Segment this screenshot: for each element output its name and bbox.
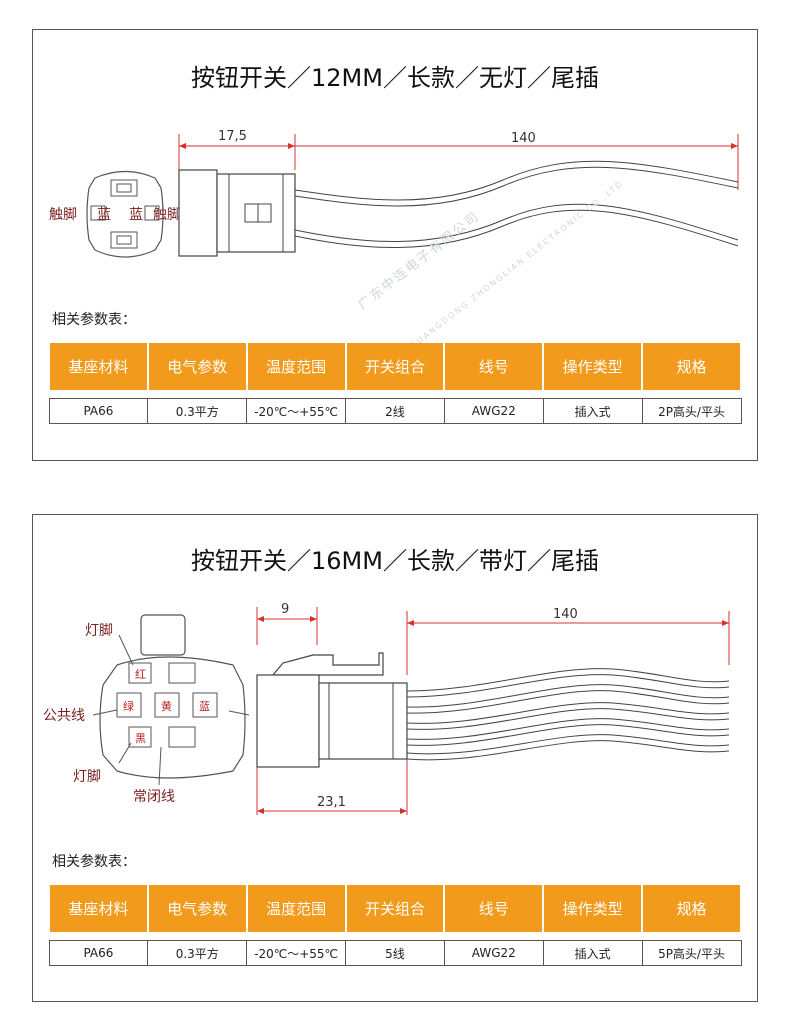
spec-table-header: 基座材料 电气参数 温度范围 开关组合 线号 操作类型 规格 bbox=[48, 343, 742, 390]
header-base-material: 基座材料 bbox=[48, 343, 149, 390]
pin-label-common: 公共线 bbox=[43, 708, 85, 724]
params-table-label: 相关参数表： bbox=[52, 312, 136, 328]
cell-specification: 5P高头/平头 bbox=[641, 940, 742, 966]
dimension-wire-length: 140 bbox=[295, 131, 739, 190]
dimension-label-body: 23,1 bbox=[317, 795, 346, 810]
dimension-wire-length: 140 bbox=[406, 607, 730, 675]
pin-label-lamp-top: 灯脚 bbox=[85, 623, 113, 639]
dimension-label-wire: 140 bbox=[553, 607, 578, 622]
dimension-front-length: 9 bbox=[256, 602, 318, 645]
header-base-material: 基座材料 bbox=[48, 885, 149, 932]
pin-color-right: 蓝 bbox=[129, 207, 143, 223]
cell-temperature: -20℃～+55℃ bbox=[246, 940, 347, 966]
params-table-label: 相关参数表： bbox=[52, 854, 136, 870]
pin-color-left: 蓝 bbox=[97, 207, 111, 223]
header-operation-type: 操作类型 bbox=[542, 885, 644, 932]
table-row: PA66 0.3平方 -20℃～+55℃ 2线 AWG22 插入式 2P高头/平… bbox=[48, 398, 742, 424]
cell-base-material: PA66 bbox=[48, 940, 149, 966]
cell-switch-combo: 2线 bbox=[345, 398, 445, 424]
cell-electrical: 0.3平方 bbox=[147, 398, 248, 424]
spec-table-header: 基座材料 电气参数 温度范围 开关组合 线号 操作类型 规格 bbox=[48, 885, 742, 932]
header-electrical: 电气参数 bbox=[146, 885, 248, 932]
header-switch-combo: 开关组合 bbox=[344, 343, 446, 390]
dimension-front-length: 17,5 bbox=[178, 129, 296, 170]
cell-operation-type: 插入式 bbox=[542, 398, 643, 424]
header-electrical: 电气参数 bbox=[146, 343, 248, 390]
panel-title: 按钮开关／16MM／长款／带灯／尾插 bbox=[191, 547, 599, 575]
product-panel-16mm: 按钮开关／16MM／长款／带灯／尾插 红 绿 黄 蓝 黑 灯脚 公共线 灯脚 bbox=[32, 514, 758, 1002]
spec-table: 基座材料 电气参数 温度范围 开关组合 线号 操作类型 规格 PA66 0.3平… bbox=[48, 885, 742, 966]
cell-switch-combo: 5线 bbox=[345, 940, 445, 966]
pin-color-black: 黑 bbox=[135, 732, 146, 745]
cell-wire-gauge: AWG22 bbox=[443, 940, 544, 966]
panel-title: 按钮开关／12MM／长款／无灯／尾插 bbox=[191, 64, 599, 92]
terminal-front-view: 红 绿 黄 蓝 黑 灯脚 公共线 灯脚 常闭线 bbox=[43, 614, 250, 805]
table-row: PA66 0.3平方 -20℃～+55℃ 5线 AWG22 插入式 5P高头/平… bbox=[48, 940, 742, 966]
connector-drawing-5p: 红 绿 黄 蓝 黑 灯脚 公共线 灯脚 常闭线 9 bbox=[43, 602, 730, 815]
dimension-label-wire: 140 bbox=[511, 131, 536, 146]
header-wire-gauge: 线号 bbox=[443, 885, 545, 932]
pin-color-yellow: 黄 bbox=[161, 699, 172, 713]
dimension-label-front: 17,5 bbox=[218, 129, 247, 144]
cell-specification: 2P高头/平头 bbox=[641, 398, 742, 424]
spec-table: 基座材料 电气参数 温度范围 开关组合 线号 操作类型 规格 PA66 0.3平… bbox=[48, 343, 742, 424]
dimension-label-front: 9 bbox=[281, 602, 289, 617]
wires-5 bbox=[406, 668, 730, 761]
cell-operation-type: 插入式 bbox=[542, 940, 643, 966]
header-temperature: 温度范围 bbox=[245, 885, 347, 932]
header-switch-combo: 开关组合 bbox=[344, 885, 446, 932]
connector-drawing-2p: 17,5 140 触脚 蓝 蓝 触脚 bbox=[49, 129, 739, 258]
header-temperature: 温度范围 bbox=[245, 343, 347, 390]
pin-color-blue: 蓝 bbox=[199, 700, 210, 713]
cell-base-material: PA66 bbox=[48, 398, 149, 424]
cell-electrical: 0.3平方 bbox=[147, 940, 248, 966]
product-panel-12mm: 按钮开关／12MM／长款／无灯／尾插 17,5 140 触脚 bbox=[32, 29, 758, 461]
pin-color-green: 绿 bbox=[123, 699, 134, 713]
cell-temperature: -20℃～+55℃ bbox=[246, 398, 347, 424]
pin-label-lamp-bottom: 灯脚 bbox=[73, 769, 101, 785]
terminal-front-view: 触脚 蓝 蓝 触脚 bbox=[49, 170, 181, 258]
pin-label-left: 触脚 bbox=[49, 207, 77, 223]
pin-color-red: 红 bbox=[135, 668, 146, 681]
connector-side-view bbox=[256, 652, 408, 768]
header-operation-type: 操作类型 bbox=[542, 343, 644, 390]
header-specification: 规格 bbox=[641, 885, 742, 932]
pin-label-right: 触脚 bbox=[153, 207, 181, 223]
header-wire-gauge: 线号 bbox=[443, 343, 545, 390]
connector-side-view bbox=[178, 169, 296, 257]
pin-label-normally-closed: 常闭线 bbox=[133, 789, 175, 805]
wires-2 bbox=[294, 160, 739, 249]
header-specification: 规格 bbox=[641, 343, 742, 390]
cell-wire-gauge: AWG22 bbox=[443, 398, 544, 424]
